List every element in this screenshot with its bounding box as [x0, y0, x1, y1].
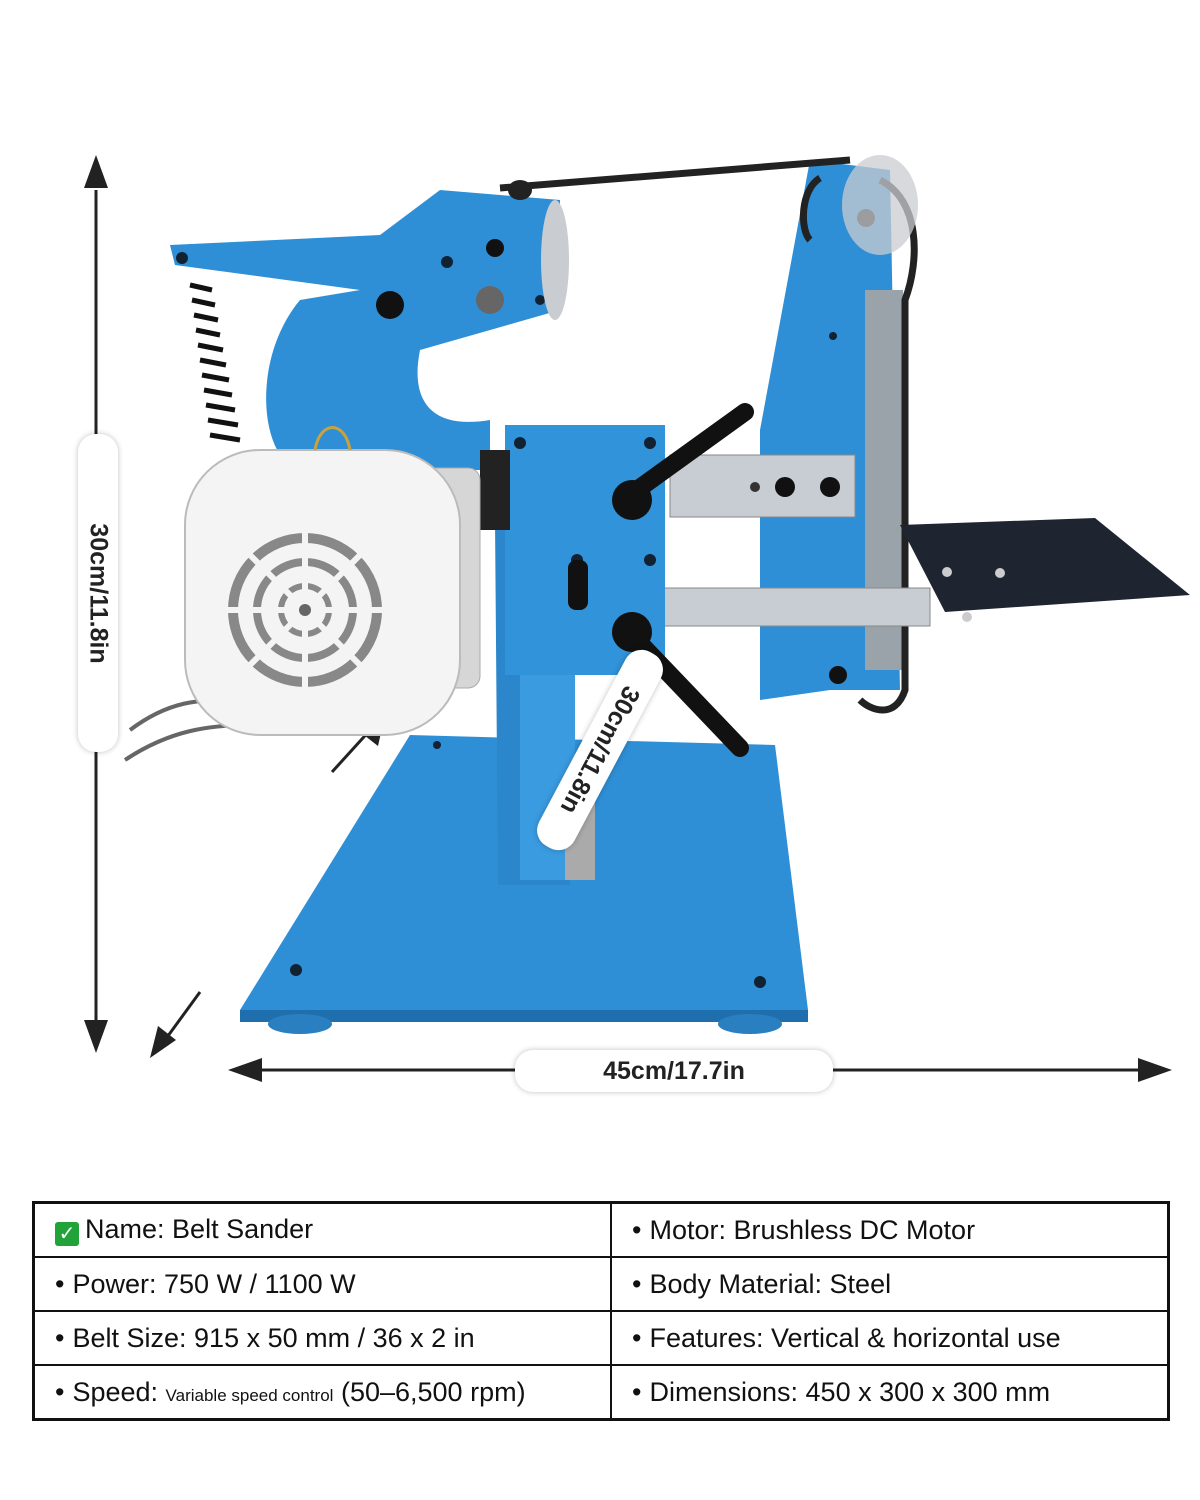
height-dimension-label: 30cm/11.8in [78, 434, 118, 752]
bullet-icon: • [55, 1376, 65, 1407]
spec-label: Speed: [72, 1376, 159, 1407]
bullet-icon: • [632, 1268, 642, 1299]
spec-label: Dimensions: [649, 1376, 799, 1407]
c-frame [170, 190, 560, 470]
table-row: •Speed: Variable speed control (50–6,500… [32, 1364, 1170, 1421]
spec-label: Belt Size: [72, 1322, 187, 1353]
spec-cell-speed: •Speed: Variable speed control (50–6,500… [32, 1364, 612, 1421]
spec-table: ✓Name: Belt Sander •Motor: Brushless DC … [32, 1201, 1170, 1421]
spec-cell-belt-size: •Belt Size: 915 x 50 mm / 36 x 2 in [32, 1310, 612, 1366]
spec-cell-name: ✓Name: Belt Sander [32, 1201, 612, 1258]
bullet-icon: • [55, 1322, 65, 1353]
tool-rest [659, 454, 1190, 627]
spec-value: Vertical & horizontal use [771, 1322, 1061, 1353]
motor [123, 426, 481, 762]
spec-value: 915 x 50 mm / 36 x 2 in [194, 1322, 475, 1353]
spec-label: Body Material: [649, 1268, 823, 1299]
bullet-icon: • [632, 1322, 642, 1353]
spec-cell-dimensions: •Dimensions: 450 x 300 x 300 mm [610, 1364, 1170, 1421]
idler-wheel [541, 200, 569, 320]
spec-cell-features: •Features: Vertical & horizontal use [610, 1310, 1170, 1366]
spec-label: Name: [85, 1214, 165, 1244]
spec-cell-material: •Body Material: Steel [610, 1256, 1170, 1312]
bullet-icon: • [632, 1214, 642, 1245]
drive-wheel [842, 155, 918, 255]
spec-value: Steel [829, 1268, 892, 1299]
bullet-icon: • [632, 1376, 642, 1407]
spec-value: Brushless DC Motor [733, 1214, 976, 1245]
spec-note: Variable speed control [165, 1385, 334, 1405]
table-row: ✓Name: Belt Sander •Motor: Brushless DC … [32, 1201, 1170, 1258]
spec-label: Features: [649, 1322, 764, 1353]
spec-value: 450 x 300 x 300 mm [805, 1376, 1051, 1407]
tension-spring [189, 282, 241, 443]
spec-cell-power: •Power: 750 W / 1100 W [32, 1256, 612, 1312]
spec-cell-motor: •Motor: Brushless DC Motor [610, 1201, 1170, 1258]
table-row: •Belt Size: 915 x 50 mm / 36 x 2 in •Fea… [32, 1310, 1170, 1366]
spec-value: 750 W / 1100 W [164, 1268, 356, 1299]
table-row: •Power: 750 W / 1100 W •Body Material: S… [32, 1256, 1170, 1312]
spec-label: Motor: [649, 1214, 726, 1245]
spec-value: Belt Sander [172, 1214, 314, 1244]
height-dimension-text: 30cm/11.8in [84, 522, 113, 664]
spec-value: (50–6,500 rpm) [340, 1376, 526, 1407]
tracking-knob [508, 180, 532, 200]
spec-label: Power: [72, 1268, 157, 1299]
width-dimension-text: 45cm/17.7in [603, 1056, 745, 1085]
check-icon: ✓ [55, 1222, 79, 1246]
bullet-icon: • [55, 1268, 65, 1299]
belt-sander-illustration [84, 155, 1190, 1082]
width-dimension-label: 45cm/17.7in [515, 1050, 833, 1092]
